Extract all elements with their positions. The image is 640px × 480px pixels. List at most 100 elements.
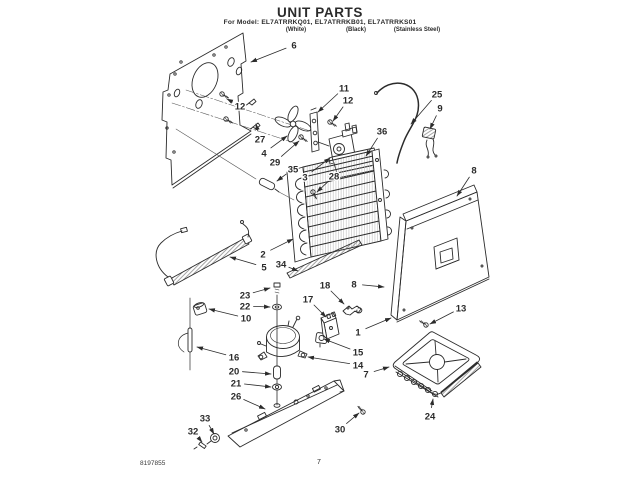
page-title: UNIT PARTS xyxy=(277,5,363,20)
part-5-defrost-heater xyxy=(155,220,253,287)
leader-line-24 xyxy=(429,398,435,409)
callout-35: 35 xyxy=(288,164,299,175)
callout-28: 28 xyxy=(329,171,340,182)
callout-33: 33 xyxy=(200,413,211,424)
callout-12: 12 xyxy=(343,95,354,106)
leader-line-9 xyxy=(429,115,437,130)
callout-22: 22 xyxy=(240,301,251,312)
part-8-rear-panel xyxy=(390,184,490,323)
leader-line-29 xyxy=(280,140,300,157)
callout-5: 5 xyxy=(261,262,267,273)
callout-4: 4 xyxy=(261,148,267,159)
callout-8: 8 xyxy=(351,279,356,290)
leader-line-2 xyxy=(270,238,294,251)
part-30-screw xyxy=(355,405,367,416)
document-number: 8197855 xyxy=(140,460,166,467)
leader-line-6 xyxy=(250,47,287,63)
callout-36: 36 xyxy=(377,126,388,137)
part-9-connector xyxy=(421,126,438,159)
callout-14: 14 xyxy=(353,360,364,371)
callout-24: 24 xyxy=(425,411,436,422)
part-35-drier xyxy=(175,128,295,201)
leader-line-13 xyxy=(429,311,454,325)
leader-line-17 xyxy=(313,304,327,318)
part-7-drain-pan xyxy=(392,331,482,398)
leader-line-36 xyxy=(365,137,378,157)
leader-line-8 xyxy=(362,284,385,289)
leader-line-16 xyxy=(196,346,227,356)
compressor xyxy=(257,315,308,361)
leader-line-28 xyxy=(316,181,329,193)
leader-line-7 xyxy=(373,366,390,372)
leader-line-5 xyxy=(229,256,257,266)
callout-32: 32 xyxy=(188,426,199,437)
leader-line-20 xyxy=(242,371,272,376)
leader-line-12 xyxy=(226,98,234,104)
part-33-roller xyxy=(206,433,220,445)
leader-line-30 xyxy=(346,412,360,424)
mounting-bolt-stack xyxy=(272,282,282,408)
callout-12: 12 xyxy=(235,101,246,112)
callout-16: 16 xyxy=(229,352,240,363)
callout-7: 7 xyxy=(363,369,368,380)
leader-line-15 xyxy=(323,338,351,350)
part-2-condenser-coil xyxy=(286,148,392,263)
part-10-clamp xyxy=(192,302,208,316)
part-27-clip-b xyxy=(250,122,261,130)
callout-34: 34 xyxy=(276,259,287,270)
finish-stainless: (Stainless Steel) xyxy=(393,27,441,33)
leader-line-4 xyxy=(270,135,288,149)
leader-line-27 xyxy=(255,123,260,132)
part-6-side-panel xyxy=(161,32,311,189)
leader-line-35 xyxy=(276,173,287,182)
callout-6: 6 xyxy=(291,40,296,51)
leader-line-8 xyxy=(456,176,470,197)
leader-line-10 xyxy=(208,308,239,317)
part-26-base-plate xyxy=(227,379,345,448)
part-17-relay xyxy=(320,311,340,340)
part-32-stud xyxy=(193,441,207,450)
callout-2: 2 xyxy=(260,249,265,260)
leader-line-25 xyxy=(410,100,432,125)
part-29-screw xyxy=(297,133,309,143)
leader-line-1 xyxy=(365,317,392,330)
part-16-capillary xyxy=(178,297,193,371)
part-12-screw-c xyxy=(326,118,338,128)
callout-3: 3 xyxy=(302,172,307,183)
page-number: 7 xyxy=(317,459,321,466)
part-13-screw xyxy=(418,319,430,329)
leader-line-18 xyxy=(330,290,345,305)
leader-line-34 xyxy=(288,266,299,272)
callout-29: 29 xyxy=(270,157,281,168)
finish-white: (White) xyxy=(285,27,307,33)
leader-line-21 xyxy=(244,383,272,389)
callout-30: 30 xyxy=(335,424,346,435)
leader-line-33 xyxy=(208,425,215,435)
part-24-corrugated-strip xyxy=(395,370,439,398)
callout-8: 8 xyxy=(471,165,476,176)
callout-21: 21 xyxy=(231,378,242,389)
leader-line-14 xyxy=(307,355,351,365)
part-4-fan-blade xyxy=(274,105,312,143)
leader-line-3 xyxy=(311,157,331,173)
callout-1: 1 xyxy=(355,327,361,338)
model-line: For Model: EL7ATRRKQ01, EL7ATRRKB01, EL7… xyxy=(223,19,417,26)
callout-13: 13 xyxy=(456,303,467,314)
leader-line-32 xyxy=(196,435,203,443)
leader-line-23 xyxy=(252,287,271,294)
callout-11: 11 xyxy=(339,83,350,94)
leader-line-11 xyxy=(317,93,339,113)
callout-10: 10 xyxy=(241,313,252,324)
part-11-fan-bracket xyxy=(309,107,320,153)
callout-18: 18 xyxy=(320,280,331,291)
leader-line-12 xyxy=(332,106,344,122)
callout-17: 17 xyxy=(303,294,314,305)
leader-line-22 xyxy=(253,304,271,309)
callout-26: 26 xyxy=(231,391,242,402)
part-18-clip xyxy=(342,305,363,316)
part-27-clip-a xyxy=(246,98,257,106)
callout-23: 23 xyxy=(240,290,251,301)
